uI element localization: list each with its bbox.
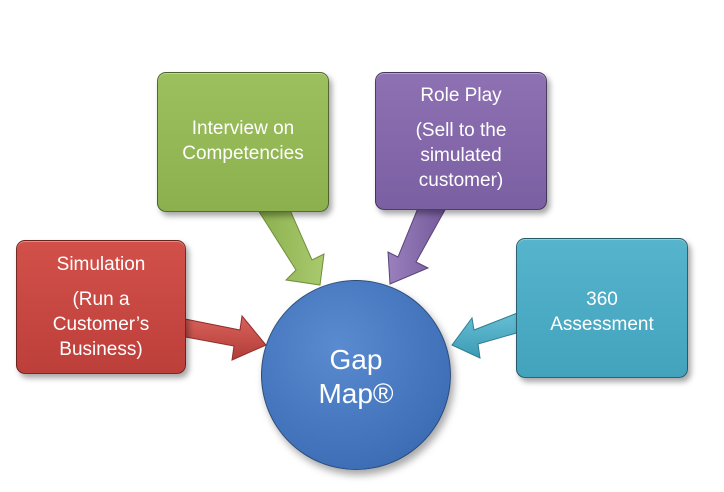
assessment-box: 360 Assessment <box>516 238 688 378</box>
roleplay-title: Role Play <box>420 85 502 106</box>
interview-line-1: Interview on <box>191 118 295 139</box>
interview-line-2: Competencies <box>182 143 304 164</box>
center-line-1: Gap <box>329 344 383 375</box>
simulation-box: Simulation (Run a Customer’s Business) <box>16 240 186 374</box>
assessment-line-1: 360 <box>586 289 618 310</box>
simulation-sub-1: (Run a <box>72 289 130 310</box>
roleplay-box: Role Play (Sell to the simulated custome… <box>375 72 547 210</box>
center-line-2: Map® <box>318 378 394 409</box>
gap-map-circle: Gap Map® <box>261 280 451 470</box>
roleplay-sub-2: simulated <box>420 145 502 166</box>
simulation-sub-2: Customer’s <box>52 314 150 335</box>
arrow-simulation <box>179 314 267 361</box>
interview-box: Interview on Competencies <box>157 72 329 212</box>
arrow-roleplay <box>387 207 447 285</box>
roleplay-sub-3: customer) <box>418 170 504 191</box>
arrow-assessment <box>451 311 521 359</box>
roleplay-sub-1: (Sell to the <box>415 120 507 141</box>
simulation-sub-3: Business) <box>59 339 143 360</box>
simulation-title: Simulation <box>56 254 146 275</box>
arrow-interview <box>257 209 325 286</box>
assessment-line-2: Assessment <box>550 314 654 335</box>
